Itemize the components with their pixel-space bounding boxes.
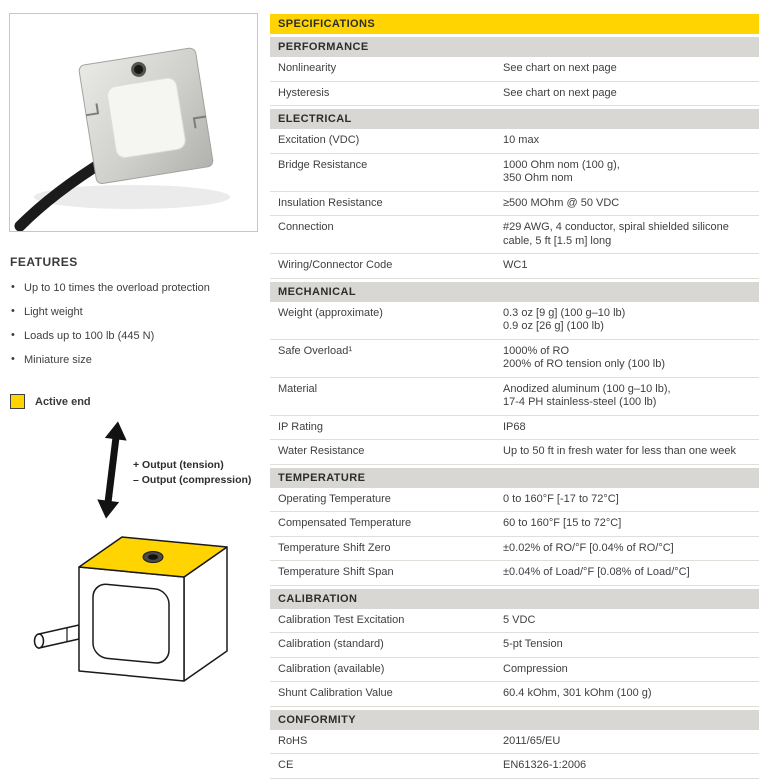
photo-shadow — [34, 185, 230, 209]
spec-value: IP68 — [503, 420, 526, 433]
feature-item: Up to 10 times the overload protection — [11, 281, 262, 295]
feature-item: Light weight — [11, 305, 262, 319]
spec-label: CE — [278, 759, 294, 771]
compression-output-label: – Output (compression) — [133, 474, 251, 486]
spec-label: Water Resistance — [278, 445, 365, 457]
spec-label: Calibration Test Excitation — [278, 613, 405, 626]
spec-label: Nonlinearity — [278, 62, 337, 74]
spec-row: Calibration (available) Compression — [270, 658, 759, 682]
spec-value: 2011/65/EU — [503, 734, 561, 747]
spec-label: Shunt Calibration Value — [278, 687, 393, 699]
spec-row: Temperature Shift Zero ±0.02% of RO/°F [… — [270, 537, 759, 561]
spec-label: Operating Temperature — [278, 492, 391, 505]
section-header-temperature: TEMPERATURE — [270, 467, 759, 488]
spec-row: Weight (approximate) 0.3 oz [9 g] (100 g… — [270, 302, 759, 340]
spec-label: Hysteresis — [278, 86, 330, 99]
spec-row: Safe Overload¹ 1000% of RO 200% of RO te… — [270, 340, 759, 378]
load-cell-body — [78, 47, 214, 184]
spec-value: 1000% of RO 200% of RO tension only (100… — [503, 344, 666, 371]
spec-row: Water Resistance Up to 50 ft in fresh wa… — [270, 440, 759, 465]
spec-row: Shunt Calibration Value 60.4 kOhm, 301 k… — [270, 682, 759, 707]
spec-row: Excitation (VDC) 10 max — [270, 129, 759, 154]
spec-value: #29 AWG, 4 conductor, spiral shielded si… — [503, 221, 729, 247]
spec-label: Temperature Shift Zero — [278, 541, 391, 554]
specifications-header: SPECIFICATIONS — [270, 14, 759, 34]
spec-label: Compensated Temperature — [278, 517, 412, 529]
spec-row: Insulation Resistance ≥500 MOhm @ 50 VDC — [270, 192, 759, 216]
spec-label: Bridge Resistance — [278, 158, 368, 171]
spec-value: 10 max — [503, 134, 540, 146]
section-header-conformity: CONFORMITY — [270, 709, 759, 730]
left-column: FEATURES Up to 10 times the overload pro… — [9, 13, 262, 719]
spec-value: ±0.02% of RO/°F [0.04% of RO/°C] — [503, 541, 674, 554]
product-photo-frame — [9, 13, 258, 232]
spec-value: 60 to 160°F [15 to 72°C] — [503, 517, 622, 529]
spec-row: Operating Temperature 0 to 160°F [-17 to… — [270, 488, 759, 512]
feature-item: Loads up to 100 lb (445 N) — [11, 329, 262, 343]
load-cell-line-drawing: + Output (tension) – Output (compression… — [33, 421, 251, 682]
spec-value: EN61326-1:2006 — [503, 759, 587, 771]
spec-label: Excitation (VDC) — [278, 134, 360, 146]
spec-value: ≥500 MOhm @ 50 VDC — [503, 196, 620, 209]
spec-row: Bridge Resistance 1000 Ohm nom (100 g), … — [270, 154, 759, 192]
spec-row: Nonlinearity See chart on next page — [270, 57, 759, 82]
spec-row: Calibration Test Excitation 5 VDC — [270, 609, 759, 633]
output-direction-diagram: + Output (tension) – Output (compression… — [9, 419, 262, 719]
spec-label: Material — [278, 382, 318, 395]
spec-label: Calibration (standard) — [278, 638, 384, 650]
spec-value: 5-pt Tension — [503, 638, 563, 650]
spec-label: Calibration (available) — [278, 662, 385, 675]
spec-value: See chart on next page — [503, 86, 617, 99]
spec-value: 5 VDC — [503, 613, 536, 626]
double-arrow-icon — [97, 421, 127, 519]
sensor-window — [106, 77, 186, 159]
spec-label: Connection — [278, 221, 334, 233]
spec-label: Wiring/Connector Code — [278, 259, 393, 271]
spec-row: Calibration (standard) 5-pt Tension — [270, 633, 759, 658]
spec-label: Temperature Shift Span — [278, 566, 394, 578]
spec-row: Material Anodized aluminum (100 g–10 lb)… — [270, 378, 759, 416]
spec-label: RoHS — [278, 734, 308, 747]
spec-row: Wiring/Connector Code WC1 — [270, 254, 759, 279]
spec-row: RoHS 2011/65/EU — [270, 730, 759, 754]
spec-row: IP Rating IP68 — [270, 416, 759, 440]
features-title: FEATURES — [10, 255, 78, 269]
specifications-table: SPECIFICATIONS PERFORMANCE Nonlinearity … — [270, 14, 759, 782]
spec-row: Temperature Shift Span ±0.04% of Load/°F… — [270, 561, 759, 586]
spec-value: 0 to 160°F [-17 to 72°C] — [503, 492, 619, 505]
spec-value: WC1 — [503, 259, 528, 271]
spec-label: Safe Overload¹ — [278, 344, 352, 357]
spec-row: Connection #29 AWG, 4 conductor, spiral … — [270, 216, 759, 254]
spec-value: 1000 Ohm nom (100 g), 350 Ohm nom — [503, 158, 620, 185]
section-header-performance: PERFORMANCE — [270, 37, 759, 57]
spec-value: Up to 50 ft in fresh water for less than… — [503, 445, 736, 457]
spec-row: Hysteresis See chart on next page — [270, 82, 759, 106]
section-header-calibration: CALIBRATION — [270, 588, 759, 609]
spec-value: 60.4 kOhm, 301 kOhm (100 g) — [503, 687, 652, 699]
spec-label: IP Rating — [278, 420, 324, 433]
features-list: Up to 10 times the overload protection L… — [11, 281, 262, 367]
load-cell-photo — [14, 47, 230, 231]
spec-value: ±0.04% of Load/°F [0.08% of Load/°C] — [503, 566, 690, 578]
spec-label: Weight (approximate) — [278, 306, 383, 319]
active-end-legend: Active end — [10, 394, 262, 409]
spec-row: CE EN61326-1:2006 — [270, 754, 759, 779]
section-header-electrical: ELECTRICAL — [270, 109, 759, 129]
spec-row: Compensated Temperature 60 to 160°F [15 … — [270, 512, 759, 537]
active-end-swatch — [10, 394, 25, 409]
threaded-stud-icon — [33, 624, 80, 649]
feature-item: Miniature size — [11, 353, 262, 367]
spec-value: 0.3 oz [9 g] (100 g–10 lb) 0.9 oz [26 g]… — [503, 306, 626, 333]
spec-label: Insulation Resistance — [278, 196, 383, 209]
front-window-outline — [92, 583, 170, 664]
spec-value: Anodized aluminum (100 g–10 lb), 17-4 PH… — [503, 382, 671, 409]
tension-output-label: + Output (tension) — [133, 459, 224, 471]
active-end-label: Active end — [35, 395, 91, 408]
spec-value: See chart on next page — [503, 62, 617, 74]
spec-value: Compression — [503, 662, 568, 675]
section-header-mechanical: MECHANICAL — [270, 281, 759, 302]
